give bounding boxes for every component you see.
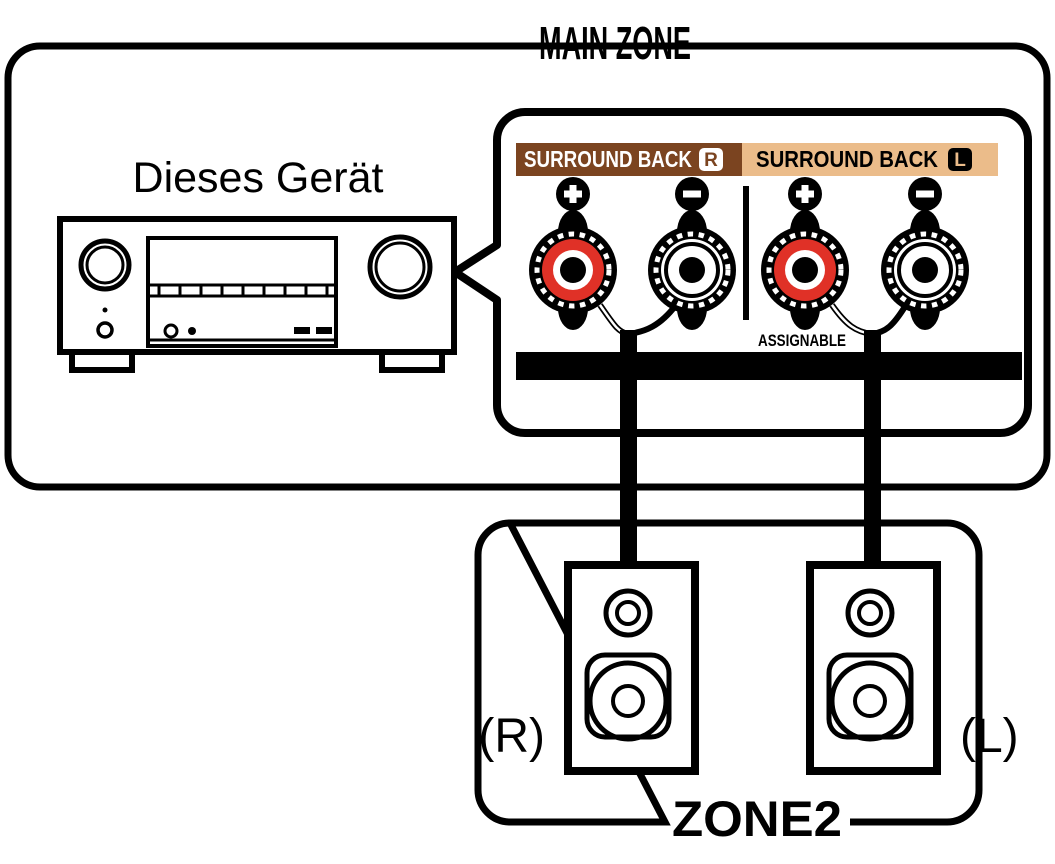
main-zone-frame — [4, 42, 1051, 491]
polarity-symbols — [556, 177, 942, 211]
speaker-cables — [620, 330, 881, 570]
volume-knob-right — [367, 234, 433, 300]
av-receiver — [57, 216, 457, 373]
minus-symbol-sb-l — [908, 177, 942, 211]
speaker-right — [564, 561, 699, 775]
volume-knob-left — [78, 238, 132, 292]
terminal-header-left-label: SURROUND BACK — [756, 146, 938, 172]
speaker-left-label: (L) — [960, 710, 1019, 763]
zone2-frame — [474, 519, 983, 826]
terminal-panel-bar — [516, 352, 1022, 380]
assignable-label: ASSIGNABLE — [758, 331, 846, 350]
binding-post-sb-l-negative — [881, 210, 969, 330]
binding-post-sb-l-positive — [761, 210, 849, 330]
tweeter — [845, 588, 895, 638]
woofer — [829, 660, 911, 742]
woofer — [587, 660, 669, 742]
speaker-left — [806, 561, 941, 775]
terminal-header-right: SURROUND BACK R — [516, 143, 742, 176]
channel-badge-r: R — [704, 150, 718, 171]
binding-post-sb-r-negative — [648, 210, 736, 330]
speaker-right-label: (R) — [478, 710, 545, 763]
minus-symbol-sb-r — [675, 177, 709, 211]
device-label: Dieses Gerät — [133, 154, 384, 202]
power-button — [96, 321, 114, 339]
plus-symbol-sb-l — [788, 177, 822, 211]
binding-post-sb-r-positive — [529, 210, 617, 330]
terminal-header-right-label: SURROUND BACK — [524, 146, 692, 172]
cable-left — [864, 330, 881, 570]
channel-badge-l: L — [954, 150, 966, 171]
terminal-header-left: SURROUND BACK L — [742, 143, 998, 176]
tweeter — [603, 588, 653, 638]
zone2-label: ZONE2 — [672, 791, 842, 847]
main-zone-label: MAIN ZONE — [539, 17, 691, 69]
plus-symbol-sb-r — [556, 177, 590, 211]
cable-right — [620, 330, 637, 570]
